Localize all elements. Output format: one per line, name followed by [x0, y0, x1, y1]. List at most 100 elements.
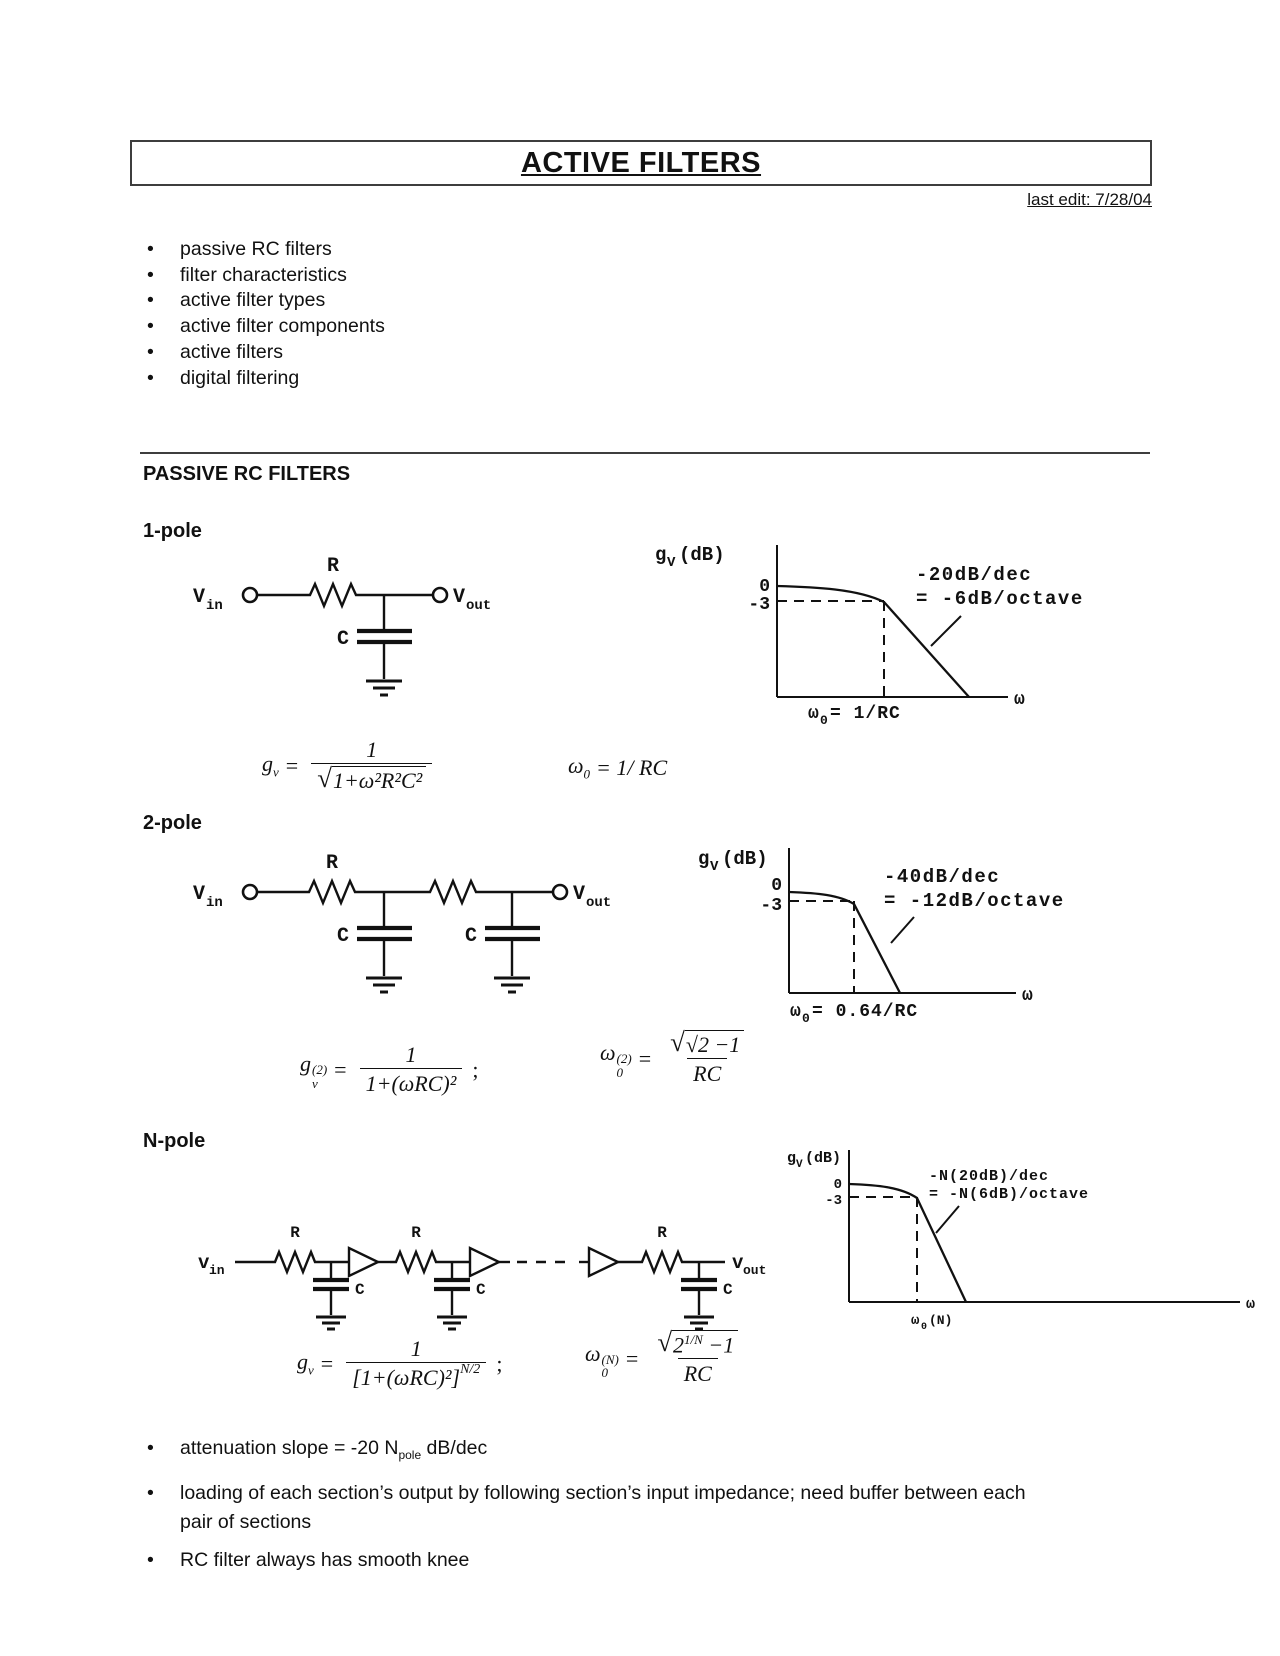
slope-annotation-1: -N(20dB)/dec [929, 1168, 1049, 1185]
section-divider [140, 452, 1150, 454]
vin-label: V [193, 883, 205, 906]
tick-minus3: -3 [825, 1193, 842, 1209]
buffer-amplifier-2 [468, 1246, 502, 1278]
vin-sub-label: in [209, 1263, 225, 1278]
resistor-label: R [290, 1224, 300, 1242]
y-axis-label-sub: V [667, 555, 676, 571]
bode-plot-1pole: g V (dB) ω 0 -3 -20dB/dec = -6dB/octave … [655, 544, 1084, 728]
resistor-1 [302, 877, 362, 907]
list-item: •filter characteristics [147, 263, 385, 289]
input-terminal [241, 586, 259, 604]
capacitor-label: C [337, 925, 349, 948]
section-heading: PASSIVE RC FILTERS [143, 463, 351, 485]
tick-0: 0 [771, 876, 782, 896]
list-item: • loading of each section’s output by fo… [147, 1479, 1157, 1537]
output-terminal [551, 883, 569, 901]
fraction: 1 =√1+ω²R²C² [311, 737, 433, 794]
ground-symbol [366, 679, 402, 697]
y-axis-unit: (dB) [805, 1150, 841, 1167]
y-axis-label: g [655, 544, 666, 566]
slope-annotation-2: = -6dB/octave [916, 588, 1084, 610]
resistor-label: R [327, 555, 339, 578]
list-item: • active filter types [147, 288, 385, 314]
list-item: • RC filter always has smooth knee [147, 1546, 1157, 1575]
x-axis-label: ω [1246, 1296, 1255, 1313]
eq-lhs: ω0 [568, 753, 591, 782]
vout-sub-label: out [466, 598, 491, 614]
equation-1pole-gain: gv = 1 =√1+ω²R²C² [262, 737, 438, 794]
bullet-icon: • [147, 1437, 154, 1459]
y-axis-unit: (dB) [722, 848, 768, 870]
cutoff-paren: (N) [929, 1313, 952, 1328]
resistor-label: R [657, 1224, 667, 1242]
buffer-amplifier-3 [587, 1246, 621, 1278]
list-item: • digital filtering [147, 366, 385, 392]
vout-sub-label: out [586, 895, 611, 911]
list-item-label: active filters [180, 340, 283, 363]
eq-lhs: g(2)v [300, 1051, 328, 1091]
circuit-diagram-npole: v in R C R C [198, 1224, 766, 1331]
capacitor-2: C [434, 1262, 486, 1331]
list-item-label: digital filtering [180, 366, 300, 389]
cutoff-value: = 0.64/RC [812, 1002, 918, 1022]
note-text: attenuation slope = -20 Npole dB/dec [180, 1437, 488, 1462]
eq-lhs: ω(N)0 [585, 1340, 619, 1381]
notes-list: • attenuation slope = -20 Npole dB/dec •… [147, 1434, 1157, 1575]
fraction: 1 [1+(ωRC)²]N/2 [346, 1336, 487, 1391]
bullet-icon: • [147, 1548, 154, 1571]
cutoff-omega: ω [790, 1002, 801, 1022]
fraction: 1 1+(ωRC)² [359, 1042, 463, 1097]
annotation-pointer [890, 916, 915, 944]
bullet-icon: • [147, 366, 154, 389]
y-axis-unit: (dB) [679, 544, 725, 566]
y-axis-label-sub: V [710, 859, 719, 875]
vout-label: v [732, 1252, 744, 1274]
resistor-label: R [411, 1224, 421, 1242]
circuit-diagram-2pole: V in R V out C C [193, 852, 611, 994]
last-edit-date: last edit: 7/28/04 [1027, 190, 1152, 209]
eq-lhs: gv [297, 1348, 314, 1378]
vout-label: V [573, 883, 585, 906]
bullet-icon: • [147, 289, 154, 312]
capacitor-label: C [465, 925, 477, 948]
title-box: ACTIVE FILTERS [130, 140, 1152, 186]
list-item-label: active filter types [180, 289, 326, 312]
bullet-icon: • [147, 1481, 154, 1504]
tick-minus3: -3 [760, 896, 782, 916]
list-item-label: active filter components [180, 315, 385, 338]
bode-plot-npole: g V (dB) ω 0 -3 -N(20dB)/dec = -N(6dB)/o… [787, 1150, 1255, 1333]
vin-label: V [193, 586, 205, 609]
resistor-2 [423, 877, 483, 907]
input-terminal [241, 883, 259, 901]
x-axis-label: ω [1014, 690, 1025, 710]
list-item-label: filter characteristics [180, 263, 347, 286]
eq-lhs: gv [262, 750, 279, 780]
y-axis-label: g [698, 848, 709, 870]
circuit-diagram-1pole: V in R V out C [193, 555, 491, 697]
capacitor-1: C [337, 892, 412, 994]
list-item: •active filter components [147, 314, 385, 340]
cutoff-omega: ω [911, 1313, 920, 1329]
equation-1pole-cutoff: ω0 = 1/ RC [568, 753, 668, 782]
capacitor-label: C [723, 1281, 733, 1299]
list-item: • passive RC filters [147, 237, 385, 263]
capacitor: C [337, 595, 412, 679]
x-axis-label: ω [1022, 986, 1033, 1006]
slope-annotation-1: -20dB/dec [916, 564, 1032, 586]
y-axis-label: g [787, 1150, 796, 1167]
bullet-icon: • [147, 238, 154, 260]
page-title: ACTIVE FILTERS [520, 146, 762, 179]
slope-annotation-1: -40dB/dec [884, 866, 1000, 888]
cutoff-omega-sub: 0 [820, 713, 828, 728]
list-item-label: passive RC filters [180, 238, 332, 260]
resistor-2 [390, 1248, 442, 1276]
equation-2pole-cutoff: ω(2)0 = √√2 −1 RC [600, 1029, 756, 1087]
tick-minus3: -3 [748, 595, 770, 615]
response-curve [848, 1182, 968, 1303]
cutoff-value: = 1/RC [830, 704, 901, 724]
tick-0: 0 [834, 1177, 842, 1193]
resistor-1 [269, 1248, 321, 1276]
annotation-pointer [930, 615, 962, 647]
annotation-pointer [935, 1205, 960, 1234]
